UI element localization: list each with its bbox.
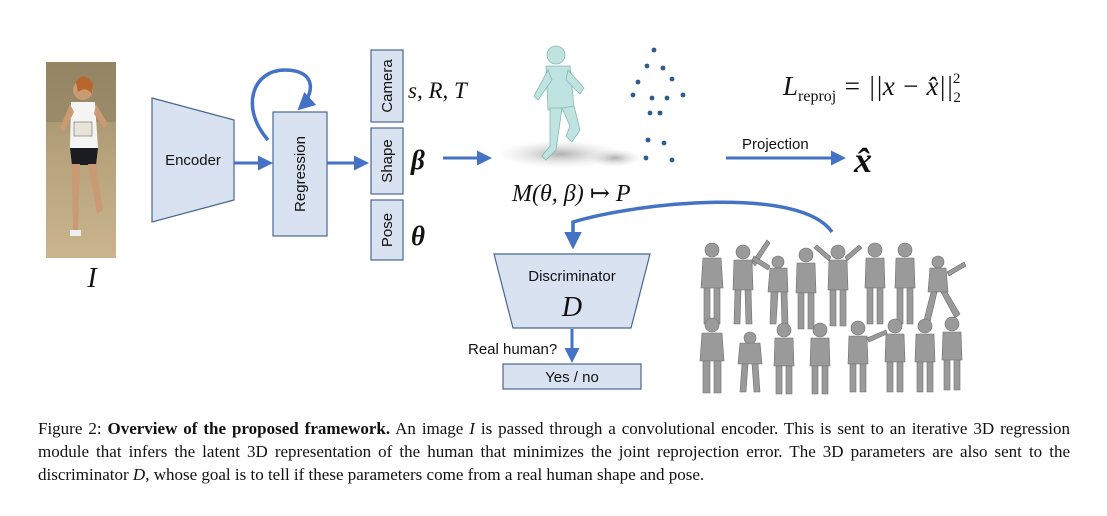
caption-symbol-i: I: [469, 419, 475, 438]
discriminator-label: Discriminator: [528, 268, 616, 285]
caption-prefix: Figure 2:: [38, 419, 108, 438]
regression-block: [272, 111, 328, 237]
caption-title: Overview of the proposed framework.: [107, 419, 391, 438]
camera-label: Camera: [379, 59, 396, 113]
input-symbol: I: [86, 263, 98, 294]
discriminator-symbol: D: [561, 292, 582, 323]
loss-rhs: = ||x − x̂||: [836, 71, 953, 101]
pose-symbol: θ: [411, 221, 425, 251]
regression-label: Regression: [292, 136, 309, 212]
caption-text-3: , whose goal is to tell if these paramet…: [145, 465, 705, 484]
projected-symbol: x̂: [853, 140, 872, 180]
discriminator-block: [493, 253, 651, 329]
framework-diagram: I Encoder Regression Camera Shape Pose s…: [46, 45, 967, 395]
camera-block: [370, 49, 404, 123]
caption-text-2: is passed through a convolutional encode…: [38, 419, 1070, 484]
shape-block: [370, 127, 404, 195]
reprojection-loss: Lreproj = ||x − x̂||2 2: [782, 71, 961, 106]
smpl-mapping: M(θ, β) ↦ P: [511, 181, 631, 207]
real-human-question: Real human?: [468, 341, 557, 358]
camera-params: s, R, T: [408, 78, 469, 103]
encoder-label: Encoder: [165, 152, 221, 169]
shape-symbol: β: [410, 145, 425, 175]
smpl-mesh: [498, 45, 641, 168]
loss-norm-subscript: 2: [953, 90, 961, 106]
regression-loop-arrow: [250, 68, 317, 142]
output-block: [502, 363, 642, 390]
caption-symbol-d: D: [132, 465, 146, 484]
pose-block: [370, 199, 404, 261]
caption-text-1: An image: [390, 419, 470, 438]
projection-label: Projection: [742, 136, 809, 153]
output-label: Yes / no: [545, 369, 599, 386]
shape-label: Shape: [379, 139, 396, 182]
loss-norm-superscript: 2: [953, 71, 961, 87]
loss-subscript: reproj: [798, 88, 836, 105]
encoder-block: [151, 97, 235, 223]
figure-caption: Figure 2: Overview of the proposed frame…: [38, 417, 1070, 486]
keypoints-2d: [630, 47, 686, 163]
input-image: [46, 62, 116, 258]
arrow-dataset-discriminator: [564, 200, 834, 250]
real-mesh-dataset: [699, 239, 967, 395]
pose-label: Pose: [379, 213, 396, 247]
loss-lhs: L: [782, 71, 798, 101]
